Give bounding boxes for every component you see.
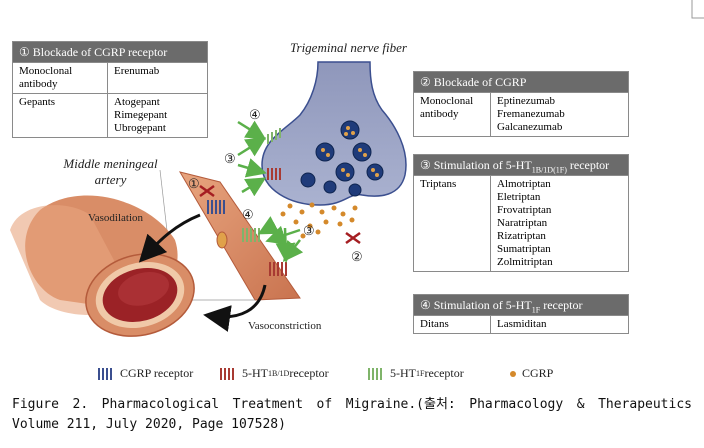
drug-class: Monoclonal antibody — [414, 93, 491, 136]
marker-4-artery: ④ — [242, 207, 254, 222]
drug-name: Galcanezumab — [497, 121, 563, 133]
artery-receptor-cgrp — [207, 200, 225, 214]
drug-name: Lasmiditan — [497, 318, 547, 330]
marker-2: ② — [351, 249, 363, 264]
drug-class: Monoclonal antibody — [13, 63, 108, 93]
drug-name: Eletriptan — [497, 191, 541, 203]
table-header: ① Blockade of CGRP receptor — [13, 42, 207, 62]
drug-class: Triptans — [414, 176, 491, 271]
5ht1bd-receptor-icon — [220, 367, 234, 380]
table-cgrp-receptor-blockade: ① Blockade of CGRP receptor Monoclonal a… — [12, 41, 208, 138]
5ht1f-receptor-icon — [368, 367, 382, 380]
drug-name: Naratriptan — [497, 217, 548, 229]
block-mark-2 — [345, 231, 361, 245]
artery-tube — [10, 195, 195, 337]
vasodilation-arrow — [138, 213, 201, 263]
drug-name: Ubrogepant — [114, 122, 166, 134]
drug-name: Frovatriptan — [497, 204, 552, 216]
figure-caption: Figure 2. Pharmacological Treatment of M… — [12, 397, 692, 432]
drug-name: Fremanezumab — [497, 108, 565, 120]
table-5ht1bd-stimulation: ③ Stimulation of 5-HT1B/1D(1F) receptor … — [413, 154, 629, 272]
crop-mark — [691, 0, 704, 19]
block-mark-1 — [199, 184, 215, 198]
table-row: Monoclonal antibody Erenumab — [13, 62, 207, 93]
marker-3-nerve: ③ — [224, 151, 236, 166]
marker-4-top: ④ — [249, 107, 261, 122]
table-cgrp-blockade: ② Blockade of CGRP Monoclonal antibody E… — [413, 71, 629, 137]
table-row: Ditans Lasmiditan — [414, 315, 628, 333]
vasoconstriction-arrow — [203, 284, 267, 332]
drug-class: Gepants — [13, 94, 108, 137]
drug-name: Rizatriptan — [497, 230, 546, 242]
cgrp-dots — [280, 202, 358, 239]
drug-name: Atogepant — [114, 96, 160, 108]
marker-1: ① — [188, 176, 200, 191]
drug-name: Eptinezumab — [497, 95, 556, 107]
table-5ht1f-stimulation: ④ Stimulation of 5-HT1F receptor Ditans … — [413, 294, 629, 334]
drug-name: Erenumab — [114, 65, 160, 77]
legend-cgrp-receptor: CGRP receptor — [96, 366, 193, 381]
table-header: ③ Stimulation of 5-HT1B/1D(1F) receptor — [414, 155, 628, 175]
drug-class: Ditans — [414, 316, 491, 333]
nerve-receptor-green — [267, 128, 281, 144]
table-row: Gepants Atogepant Rimegepant Ubrogepant — [13, 93, 207, 137]
drug-name: Almotriptan — [497, 178, 551, 190]
nerve-label: Trigeminal nerve fiber — [290, 40, 407, 55]
drug-name: Zolmitriptan — [497, 256, 553, 268]
legend-cgrp: CGRP — [508, 366, 553, 381]
table-row: Triptans Almotriptan Eletriptan Frovatri… — [414, 175, 628, 271]
artery-receptor-red — [269, 262, 287, 276]
drug-name: Sumatriptan — [497, 243, 551, 255]
table-header: ② Blockade of CGRP — [414, 72, 628, 92]
artery-receptor-green — [242, 228, 260, 242]
vesicles — [300, 120, 384, 197]
nerve-receptor-red — [267, 168, 281, 180]
marker-3-artery: ③ — [303, 223, 315, 238]
artery-label: Middle meningeal artery — [63, 156, 158, 187]
table-header: ④ Stimulation of 5-HT1F receptor — [414, 295, 628, 315]
agonist-arrows — [237, 120, 304, 263]
cgrp-dot-icon — [510, 370, 516, 377]
cgrp-receptor-icon — [98, 367, 112, 380]
drug-name: Rimegepant — [114, 109, 168, 121]
pathway-illustration — [10, 61, 407, 337]
vasoconstriction-label: Vasoconstriction — [248, 320, 322, 332]
table-row: Monoclonal antibody Eptinezumab Fremanez… — [414, 92, 628, 136]
vasodilation-label: Vasodilation — [88, 212, 143, 224]
